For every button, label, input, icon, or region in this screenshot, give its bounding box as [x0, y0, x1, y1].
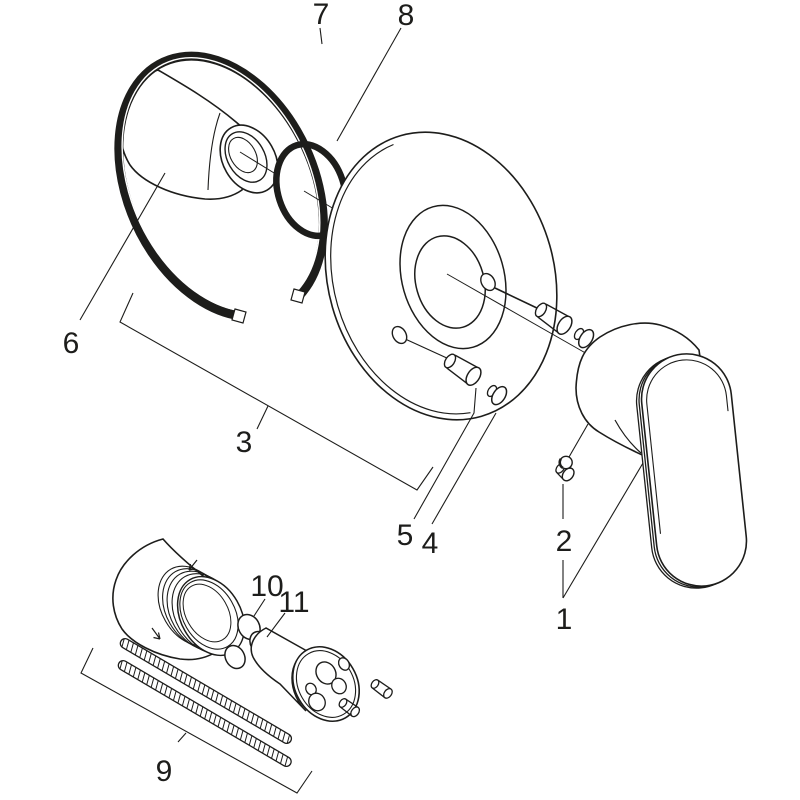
plate-opening: [414, 235, 486, 329]
plate-screw-hole: [391, 325, 408, 345]
handle-fold-line: [614, 419, 642, 454]
axis-line-screw1: [446, 273, 590, 356]
part-label-3: 3: [236, 426, 253, 459]
retaining-ring-band: [114, 51, 328, 321]
handle-blade: [640, 353, 748, 587]
threaded-rod-1: [119, 637, 293, 744]
leader-7: [319, 27, 323, 45]
bracket-3-tick: [256, 405, 269, 430]
ring-end-cap: [290, 288, 306, 304]
axis-line-screw2: [402, 337, 450, 360]
screw-cap-part-4-upper: [573, 327, 595, 349]
ring-end-cap: [231, 308, 247, 324]
bracket-9-tick: [177, 732, 187, 743]
part-label-9: 9: [156, 755, 173, 788]
bracket-3: [119, 292, 434, 491]
o-ring-part-10b: [224, 644, 246, 670]
leader-10: [253, 598, 266, 617]
leader-8: [336, 27, 402, 142]
cartridge-extension: [250, 627, 360, 722]
sleeve-bore: [224, 131, 268, 183]
part-label-7: 7: [313, 0, 330, 31]
extension-sleeve-part-9: [112, 538, 246, 661]
part-label-10: 10: [250, 570, 283, 603]
cartridge-face-rim: [295, 650, 357, 718]
o-ring-part-8: [273, 140, 349, 240]
pointer-line-sleeve: [239, 151, 280, 177]
axis-line-screw1-dark: [494, 287, 540, 310]
plate-inner-ring: [399, 204, 507, 350]
part-label-6: 6: [63, 327, 80, 360]
bracket-9: [80, 647, 313, 794]
sleeve-bore-inner: [228, 136, 258, 174]
plug-ball-shade: [558, 458, 564, 470]
leader-4: [431, 412, 497, 525]
sleeve-part-6: [119, 69, 279, 200]
cartridge-hole: [337, 657, 351, 671]
rotation-arrow: [151, 627, 161, 640]
cartridge-hole: [308, 692, 326, 712]
screw-part-5-lower: [443, 353, 482, 387]
plate-screw-hole: [480, 272, 496, 292]
sleeve-contour: [207, 112, 221, 191]
cartridge-hole: [331, 677, 347, 695]
lever-handle-part-1: [575, 322, 748, 589]
retaining-ring-part-7: [114, 51, 328, 324]
plug-part-2: [555, 455, 575, 482]
extension-sleeve-bore: [182, 583, 232, 643]
part-label-4: 4: [422, 527, 439, 560]
handle-blade-inset-line: [646, 359, 729, 534]
escutcheon-plate: [324, 131, 558, 421]
screw-cap-part-4-lower: [486, 384, 508, 406]
leader-lines: [79, 27, 644, 794]
pin-2: [338, 698, 361, 718]
pin-1: [370, 679, 393, 699]
plate-thickness-line: [330, 143, 471, 415]
rotation-arrow: [188, 559, 198, 571]
part-label-11: 11: [278, 586, 309, 619]
leader-2-handle: [568, 423, 589, 458]
retaining-ring-highlight: [121, 57, 321, 312]
part-label-1: 1: [556, 603, 573, 636]
part-label-2: 2: [556, 525, 573, 558]
part-label-8: 8: [398, 0, 415, 32]
leader-6: [79, 172, 166, 321]
screw-part-5-upper: [534, 302, 573, 336]
leader-5: [413, 387, 477, 520]
part-label-5: 5: [397, 519, 414, 552]
leader-1-diagonal: [562, 462, 644, 599]
threaded-rod-2: [117, 659, 292, 768]
leader-11: [266, 612, 286, 638]
